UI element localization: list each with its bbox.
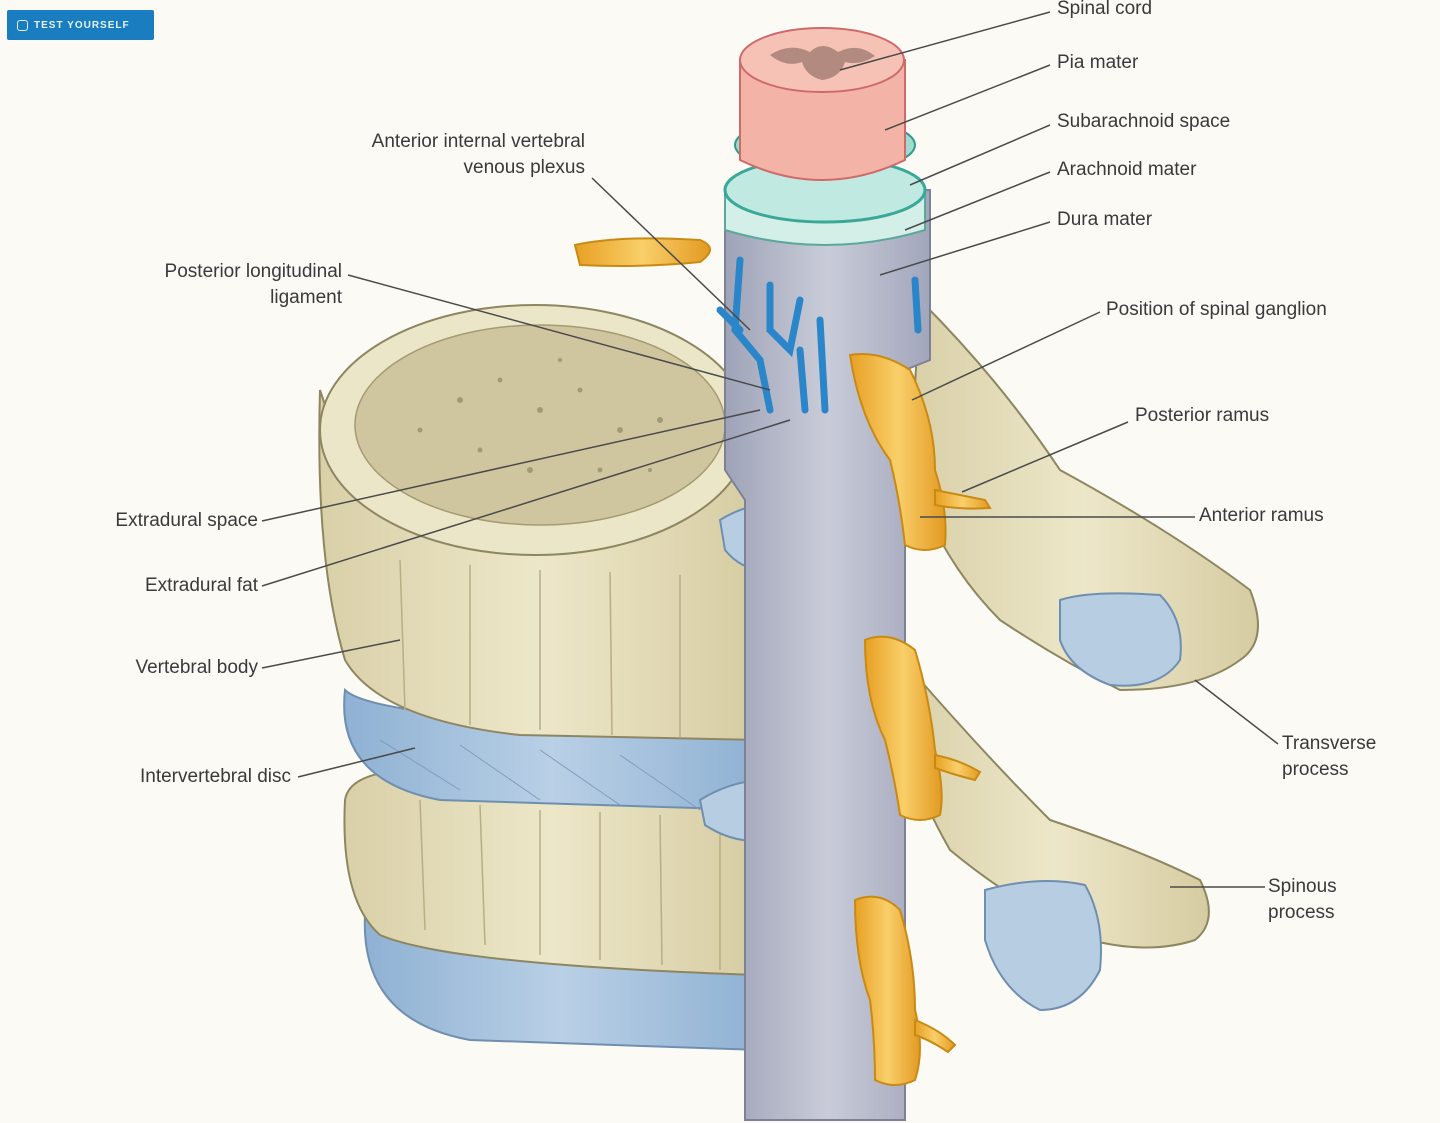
label-transverse-line1: Transverse bbox=[1282, 733, 1377, 754]
test-yourself-button[interactable]: TEST YOURSELF bbox=[7, 10, 154, 40]
label-extradural-space: Extradural space bbox=[115, 510, 258, 531]
spinous-process bbox=[898, 678, 1210, 1012]
label-spinous-line2: process bbox=[1268, 902, 1335, 923]
test-yourself-label: TEST YOURSELF bbox=[34, 19, 130, 31]
label-anterior-ramus: Anterior ramus bbox=[1199, 505, 1324, 526]
label-posterior-ramus: Posterior ramus bbox=[1135, 405, 1270, 426]
nerve-roots bbox=[573, 237, 992, 1086]
label-transverse-line2: process bbox=[1282, 759, 1349, 780]
cancellous-bone bbox=[354, 324, 726, 526]
spinal-cord bbox=[739, 27, 906, 181]
label-dura-mater: Dura mater bbox=[1057, 209, 1153, 230]
label-pia-mater: Pia mater bbox=[1057, 52, 1139, 73]
book-icon bbox=[17, 19, 28, 31]
label-posterior-ligament-line2: ligament bbox=[270, 287, 342, 308]
label-intervertebral-disc: Intervertebral disc bbox=[139, 766, 291, 787]
label-extradural-fat: Extradural fat bbox=[145, 575, 258, 596]
label-spinal-cord: Spinal cord bbox=[1057, 0, 1153, 19]
label-posterior-ligament-line1: Posterior longitudinal bbox=[164, 261, 342, 282]
label-arachnoid-mater: Arachnoid mater bbox=[1057, 159, 1197, 180]
label-subarachnoid-space: Subarachnoid space bbox=[1057, 111, 1231, 132]
label-spinous-line1: Spinous bbox=[1268, 876, 1337, 897]
label-anterior-plexus-line1: Anterior internal vertebral bbox=[371, 131, 585, 152]
upper-vertebral-body bbox=[318, 304, 761, 742]
label-spinal-ganglion: Position of spinal ganglion bbox=[1106, 299, 1327, 320]
label-vertebral-body: Vertebral body bbox=[135, 657, 258, 678]
label-anterior-plexus-line2: venous plexus bbox=[463, 157, 585, 178]
